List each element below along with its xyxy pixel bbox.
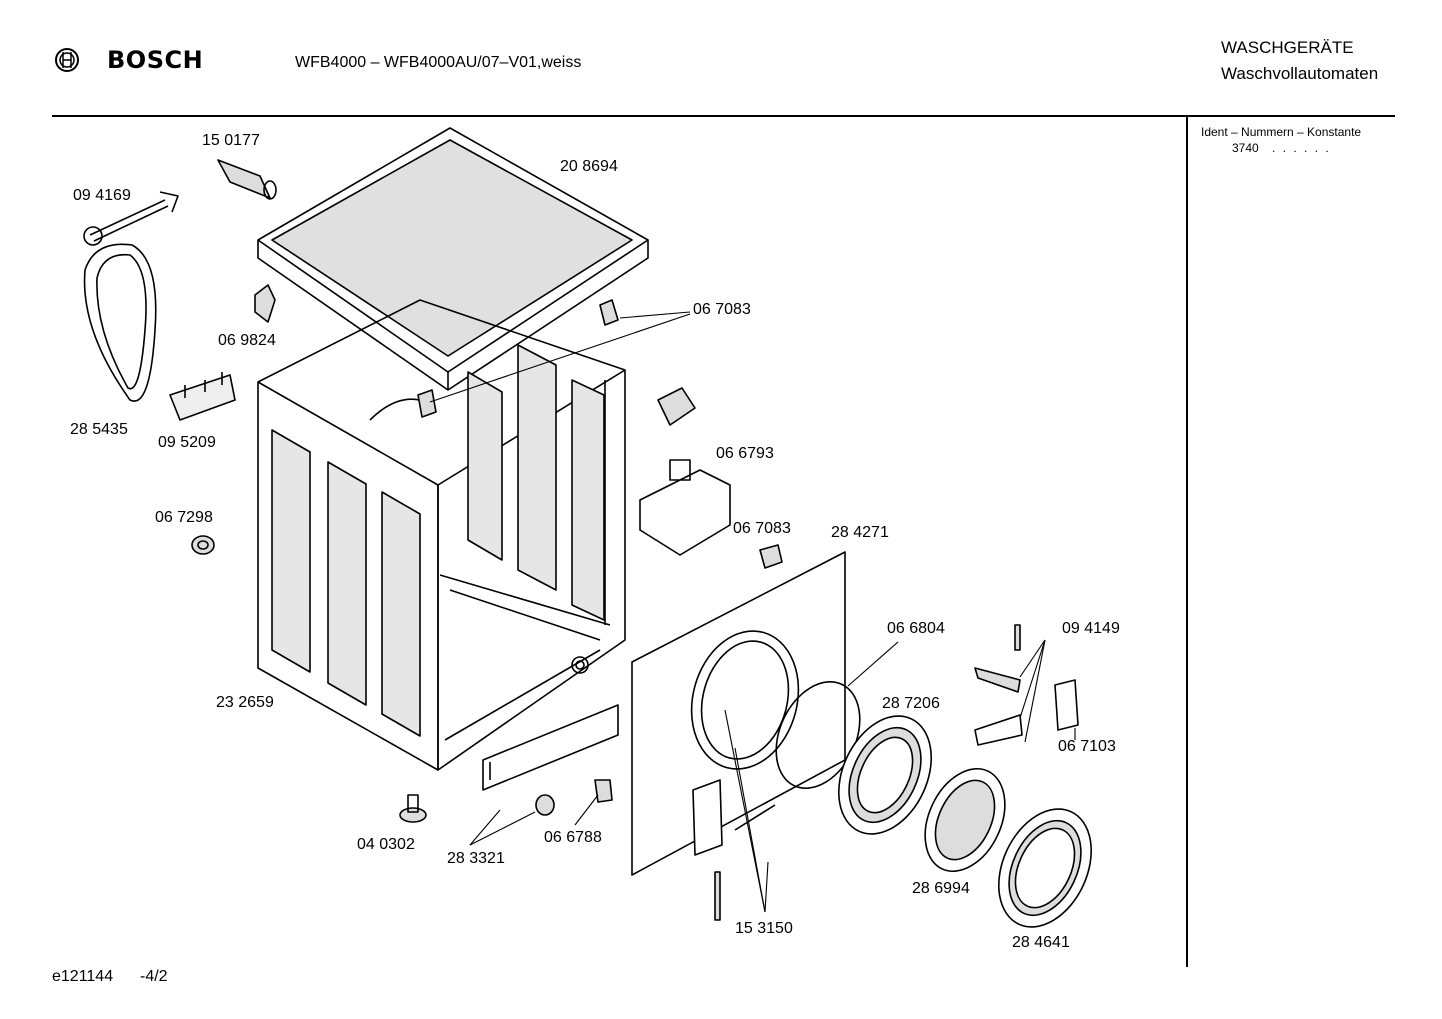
- catch-06-7083-mid: [418, 390, 436, 417]
- clamp: [170, 372, 235, 420]
- page-indicator: -4/2: [140, 968, 168, 985]
- drain-plug: [218, 160, 276, 199]
- part-label[interactable]: 06 6788: [544, 829, 602, 846]
- foot-04-0302: [400, 795, 426, 822]
- part-label[interactable]: 06 7103: [1058, 738, 1116, 755]
- part-label[interactable]: 15 3150: [735, 920, 793, 937]
- pin-09-4149: [1015, 625, 1020, 650]
- lamp-06-6788: [595, 780, 612, 802]
- part-label[interactable]: 28 5435: [70, 421, 128, 438]
- lock-06-7083: [658, 388, 695, 425]
- part-label[interactable]: 20 8694: [560, 158, 618, 175]
- leader-lines: [430, 312, 1075, 912]
- sidebar-divider: [1186, 116, 1188, 967]
- latch-09-4149: [975, 668, 1022, 745]
- porthole-cover-ring: [981, 794, 1110, 942]
- part-label[interactable]: 15 0177: [202, 132, 260, 149]
- catch-06-7083-top: [600, 300, 618, 325]
- part-label[interactable]: 06 6793: [716, 445, 774, 462]
- part-label[interactable]: 06 7298: [155, 509, 213, 526]
- porthole-ring-inner: [910, 756, 1021, 884]
- cabinet-frame: [258, 300, 625, 770]
- part-label[interactable]: 06 7083: [733, 520, 791, 537]
- part-label[interactable]: 28 6994: [912, 880, 970, 897]
- drawing-id: e121144: [52, 968, 114, 985]
- part-label[interactable]: 06 9824: [218, 332, 276, 349]
- hose-loop: [85, 244, 156, 401]
- part-label[interactable]: 09 4169: [73, 187, 131, 204]
- switch-06-6793: [640, 460, 730, 555]
- kick-plate: [483, 705, 618, 790]
- part-label[interactable]: 28 7206: [882, 695, 940, 712]
- part-label[interactable]: 28 4641: [1012, 934, 1070, 951]
- part-label[interactable]: 06 6804: [887, 620, 945, 637]
- knob-28-3321: [536, 795, 554, 815]
- header-rule: [52, 115, 1395, 117]
- category-title: WASCHGERÄTE: [1221, 38, 1354, 57]
- ident-title: Ident – Nummern – Konstante: [1201, 125, 1362, 139]
- part-label[interactable]: 06 7083: [693, 301, 751, 318]
- front-panel: [632, 552, 845, 875]
- ident-value: 3740: [1232, 141, 1259, 155]
- model-line: WFB4000 – WFB4000AU/07–V01,weiss: [295, 54, 582, 71]
- pin-15-3150: [715, 872, 720, 920]
- part-label[interactable]: 09 4149: [1062, 620, 1120, 637]
- top-cover: [258, 128, 648, 390]
- bosch-logo: BOSCH: [52, 43, 212, 79]
- clip-06-9824: [255, 285, 275, 322]
- part-label[interactable]: 09 5209: [158, 434, 216, 451]
- ident-dots: . . . . . .: [1272, 141, 1331, 155]
- catch-06-7083-front: [760, 545, 782, 568]
- brand-name: BOSCH: [107, 46, 204, 74]
- part-label[interactable]: 28 3321: [447, 850, 505, 867]
- bosch-armature-icon: [55, 48, 79, 72]
- hinge: [693, 780, 722, 855]
- bracket-06-7103: [1055, 680, 1078, 730]
- subcategory-title: Waschvollautomaten: [1221, 64, 1379, 83]
- foot-06-7298: [192, 536, 214, 554]
- part-label[interactable]: 04 0302: [357, 836, 415, 853]
- part-label[interactable]: 23 2659: [216, 694, 274, 711]
- wrench: [84, 192, 178, 245]
- porthole-ring-outer: [821, 701, 950, 849]
- part-label[interactable]: 28 4271: [831, 524, 889, 541]
